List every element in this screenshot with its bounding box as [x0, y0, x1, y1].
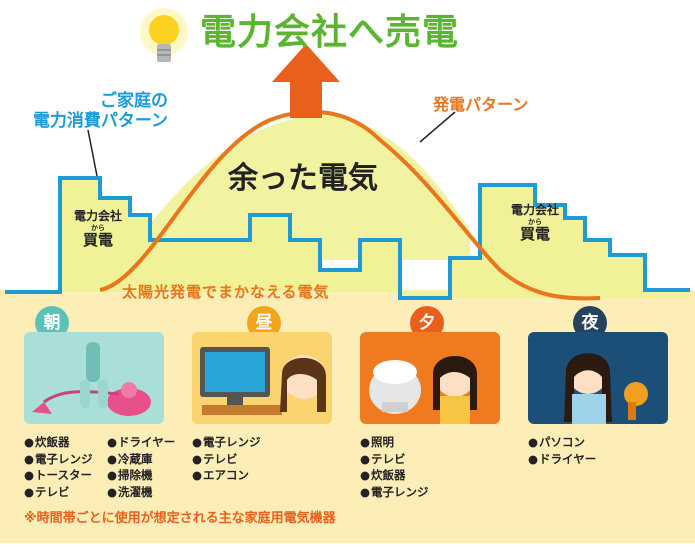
consumption-area-right [450, 185, 690, 298]
tv-icon [200, 347, 327, 415]
appliance-list-morning-b: ドライヤー 冷蔵庫 掃除機 洗濯機 [107, 434, 175, 500]
list-item: 電子レンジ [360, 484, 429, 501]
illustration-evening [360, 332, 500, 424]
list-item: テレビ [24, 484, 93, 501]
generation-curve [99, 109, 601, 301]
buy-label-left-line1: 電力会社 [73, 209, 122, 223]
buy-label-right-line1: 電力会社 [510, 203, 559, 217]
solar-label: 太陽光発電でまかなえる電気 [122, 283, 330, 301]
appliance-list-night: パソコン ドライヤー [528, 434, 596, 467]
list-item: ドライヤー [107, 434, 175, 451]
surplus-label: 余った電気 [228, 161, 378, 196]
surplus-area [120, 114, 470, 260]
consumption-label-line2: 電力消費パターン [32, 110, 168, 131]
list-item: 炊飯器 [360, 467, 429, 484]
footnote: ※時間帯ごとに使用が想定される主な家庭用電気機器 [24, 511, 336, 526]
up-arrow-icon [272, 44, 340, 118]
appliance-list-noon: 電子レンジ テレビ エアコン [192, 434, 261, 484]
buy-label-right-line3: 買電 [519, 224, 550, 243]
list-item: 電子レンジ [192, 434, 261, 451]
buy-label-right: 電力会社 から 買電 [500, 203, 570, 243]
consumption-area-left [5, 178, 450, 298]
consumption-pointer [87, 129, 98, 177]
list-item: 電子レンジ [24, 451, 93, 468]
buy-label-left-line2: から [91, 223, 105, 232]
list-item: パソコン [528, 434, 596, 451]
rice-cooker-icon [369, 356, 477, 424]
buy-label-left: 電力会社 から 買電 [63, 209, 133, 249]
list-item: テレビ [192, 451, 261, 468]
generation-label: 発電パターン [433, 95, 529, 114]
vacuum-icon [32, 342, 151, 416]
illustration-noon [192, 332, 332, 424]
list-item: 炊飯器 [24, 434, 93, 451]
lightbulb-icon [140, 8, 188, 62]
consumption-label: ご家庭の 電力消費パターン [18, 91, 168, 131]
list-item: エアコン [192, 467, 261, 484]
illustration-night [528, 332, 668, 424]
list-item: テレビ [360, 451, 429, 468]
consumption-line [5, 176, 690, 300]
list-item: 冷蔵庫 [107, 451, 175, 468]
consumption-label-line1: ご家庭の [100, 91, 168, 111]
page-title: 電力会社へ売電 [200, 12, 460, 53]
generation-pointer [419, 111, 456, 143]
list-item: 照明 [360, 434, 429, 451]
appliance-list-morning-a: 炊飯器 電子レンジ トースター テレビ [24, 434, 93, 500]
hair-dryer-icon [564, 353, 648, 424]
list-item: 掃除機 [107, 467, 175, 484]
appliance-list-evening: 照明 テレビ 炊飯器 電子レンジ [360, 434, 429, 500]
list-item: ドライヤー [528, 451, 596, 468]
list-item: トースター [24, 467, 93, 484]
buy-label-right-line2: から [528, 217, 542, 226]
buy-label-left-line3: 買電 [82, 230, 113, 249]
illustration-morning [24, 332, 164, 424]
list-item: 洗濯機 [107, 484, 175, 501]
